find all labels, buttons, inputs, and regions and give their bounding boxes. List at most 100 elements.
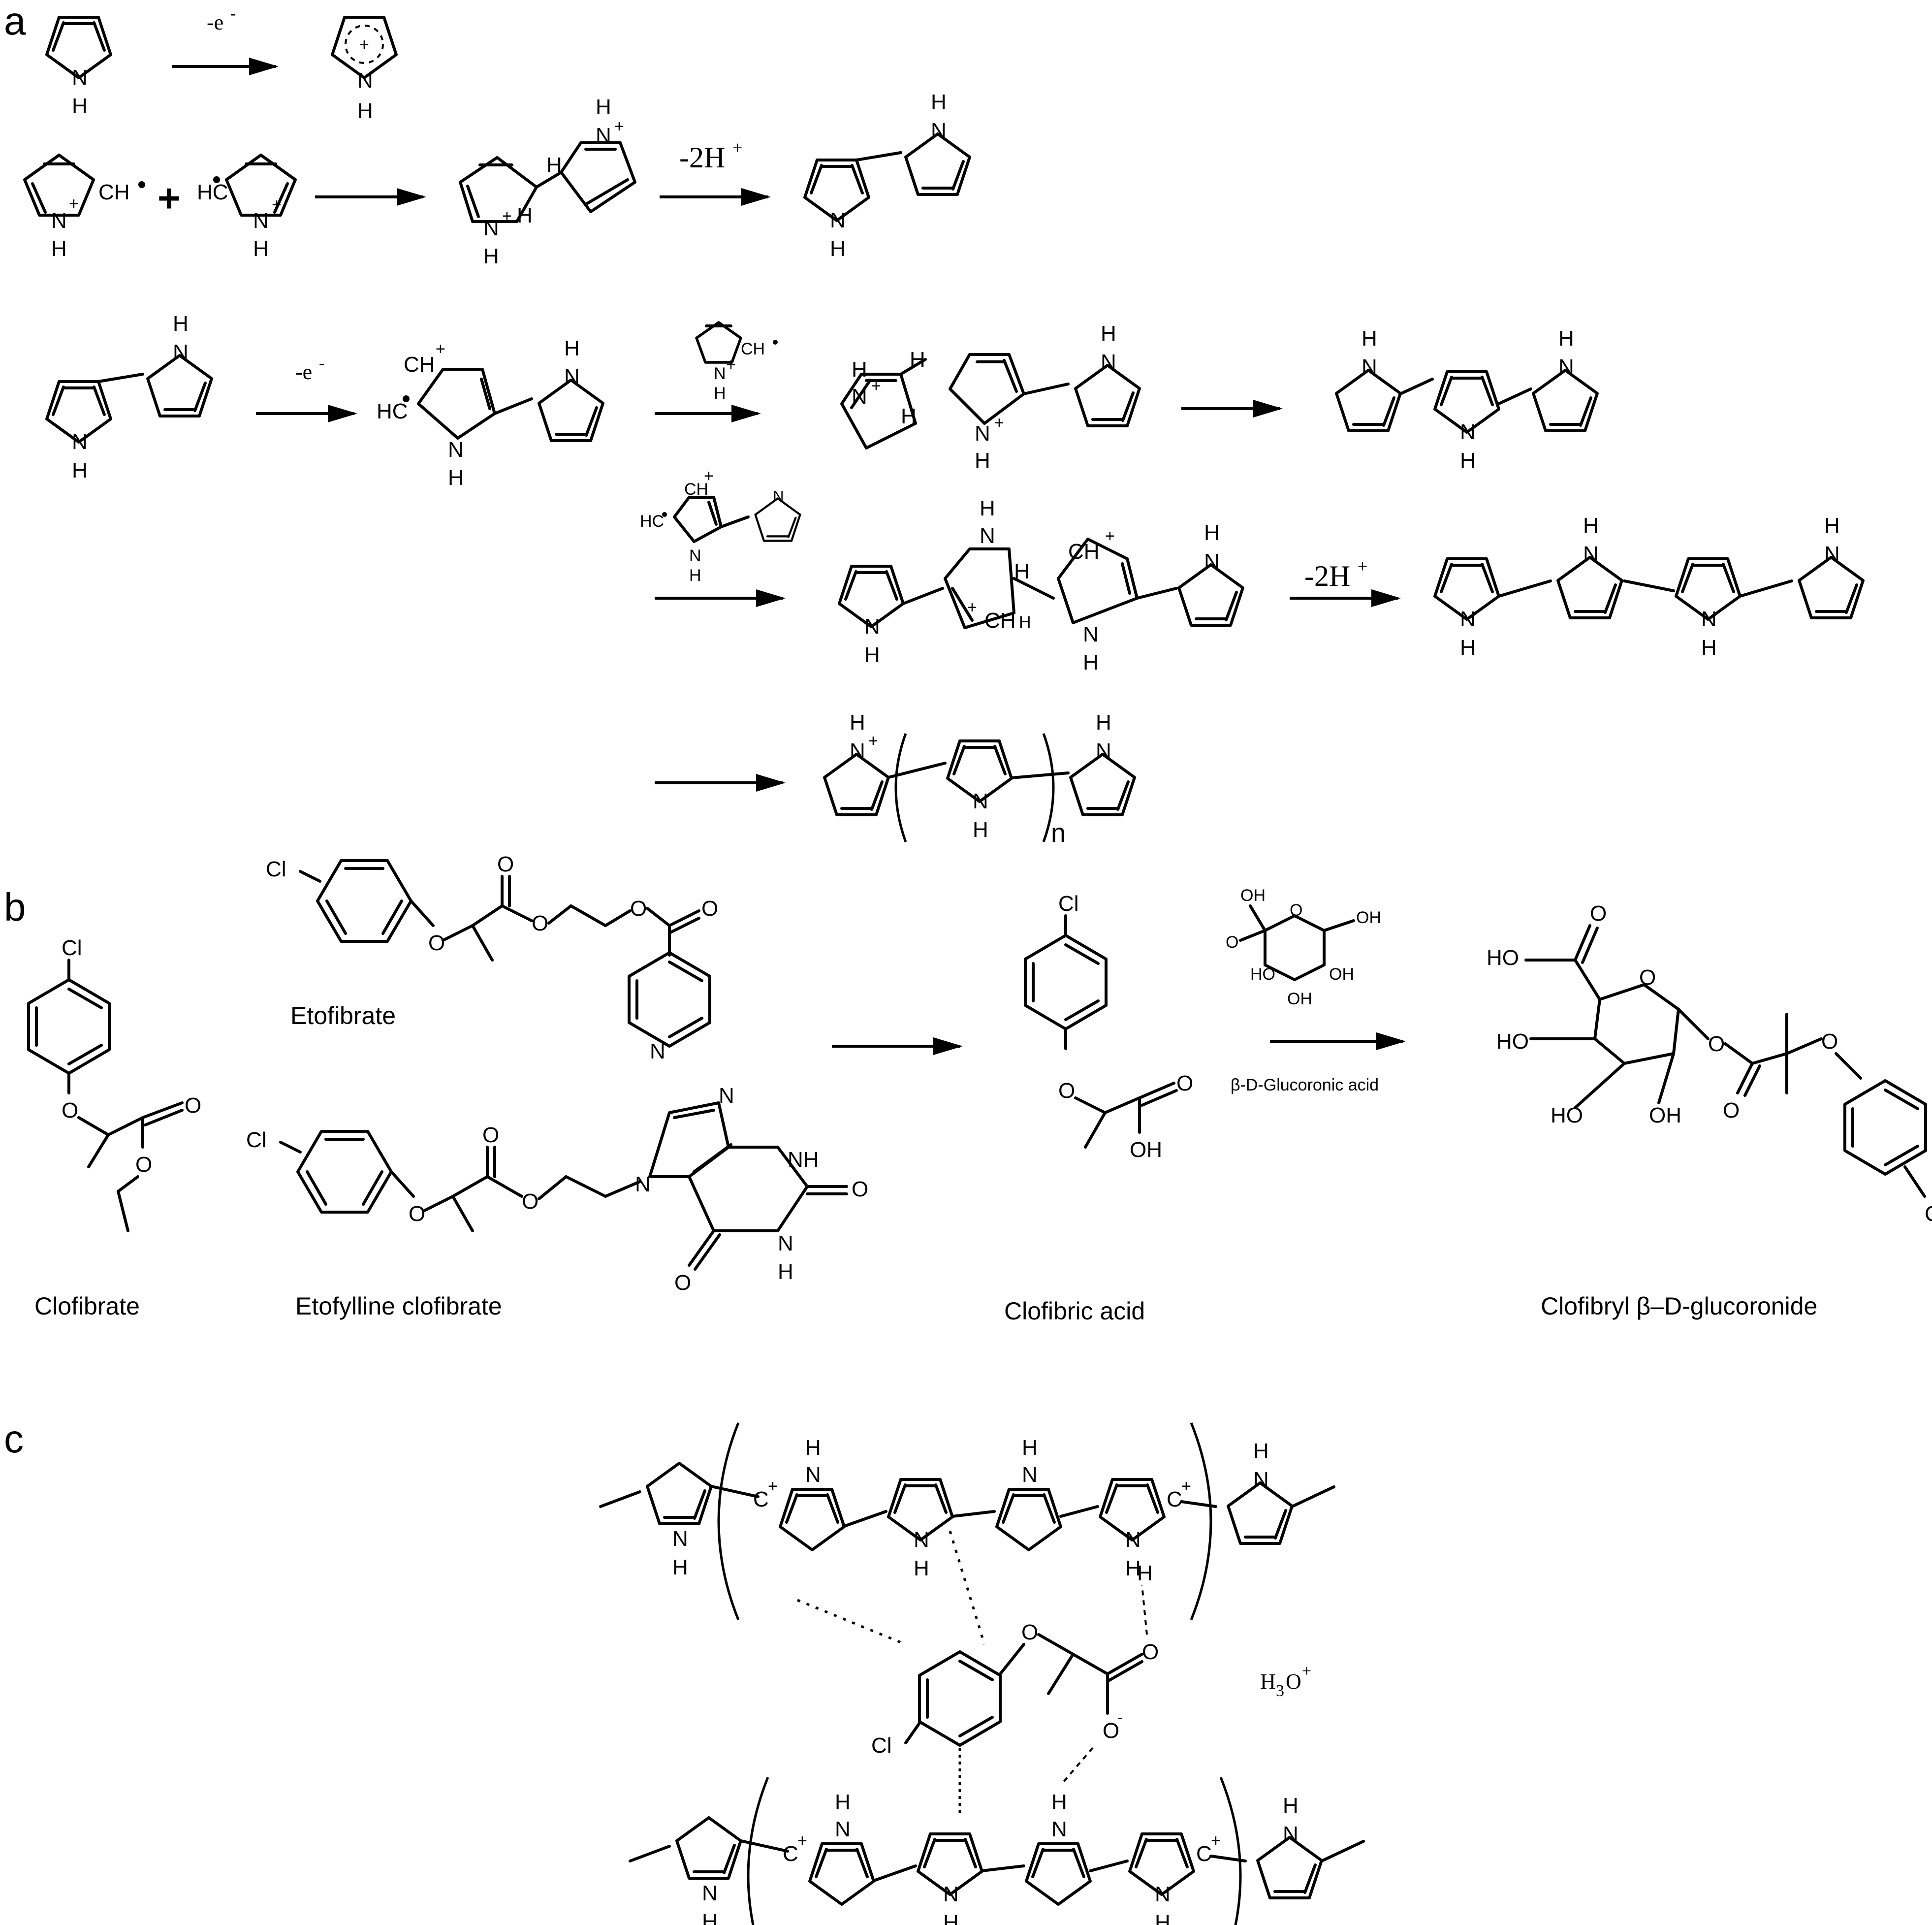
svg-text:O: O	[497, 852, 514, 876]
svg-text:H: H	[901, 404, 917, 428]
svg-text:N: N	[1155, 1882, 1171, 1906]
polymer-subscript: n	[1051, 818, 1066, 848]
svg-text:N: N	[864, 614, 880, 639]
svg-text:N: N	[1583, 542, 1599, 566]
svg-text:H: H	[72, 94, 88, 118]
svg-text:H: H	[975, 449, 990, 473]
hydronium-label: H	[1260, 1669, 1276, 1694]
svg-text:C: C	[753, 1487, 769, 1511]
svg-text:H: H	[1125, 1556, 1141, 1580]
reagent-radical-cation: N + H CH	[695, 321, 778, 403]
svg-text:N: N	[173, 340, 189, 364]
svg-text:Cl: Cl	[62, 936, 82, 960]
svg-text:N: N	[714, 364, 726, 383]
svg-text:O: O	[1821, 1029, 1838, 1054]
svg-text:H: H	[1583, 513, 1599, 538]
svg-text:N: N	[1283, 1822, 1299, 1846]
svg-text:C: C	[1196, 1842, 1212, 1866]
svg-text:N: N	[850, 739, 865, 763]
svg-text:N: N	[973, 789, 988, 813]
svg-text:+: +	[797, 1831, 807, 1850]
svg-text:O: O	[1176, 1071, 1193, 1095]
svg-text:H: H	[1155, 1911, 1171, 1925]
svg-text:N: N	[830, 208, 846, 232]
svg-text:H: H	[173, 312, 189, 336]
clofibryl-glucuronide-structure: HO O O HO HO OH O O O Cl	[1487, 901, 1932, 1226]
svg-text:H: H	[850, 710, 865, 735]
svg-text:+: +	[1181, 1477, 1191, 1496]
svg-text:N: N	[1096, 739, 1111, 763]
svg-text:O: O	[1723, 1098, 1740, 1123]
svg-text:H: H	[72, 458, 88, 482]
svg-text:N: N	[635, 1172, 651, 1196]
svg-text:H: H	[1460, 636, 1476, 660]
svg-text:H: H	[931, 90, 947, 114]
svg-text:NH: NH	[788, 1148, 819, 1172]
svg-text:N: N	[1022, 1463, 1038, 1487]
svg-text:H: H	[1362, 326, 1377, 351]
svg-text:+: +	[272, 195, 282, 214]
svg-text:O: O	[428, 931, 445, 955]
svg-text:H: H	[852, 357, 867, 382]
svg-text:CH: CH	[741, 340, 765, 358]
svg-text:N: N	[51, 209, 67, 233]
svg-text:O: O	[1286, 1669, 1301, 1694]
svg-text:N: N	[1362, 355, 1377, 379]
svg-text:+: +	[1358, 556, 1367, 576]
svg-text:H: H	[980, 496, 995, 520]
svg-text:N: N	[1204, 549, 1220, 574]
plus-sign: +	[158, 176, 181, 220]
svg-text:H: H	[1101, 321, 1116, 346]
dihydro-dimer-dication: N + H H H N + H	[459, 95, 636, 268]
svg-text:H: H	[596, 95, 611, 119]
svg-text:O: O	[532, 911, 548, 935]
svg-text:H: H	[448, 466, 464, 490]
svg-text:H: H	[910, 348, 925, 372]
svg-text:O: O	[1290, 901, 1302, 920]
quaterpyrrole: N H N H N H N H	[1435, 513, 1863, 660]
svg-text:H: H	[517, 203, 533, 227]
svg-text:HO: HO	[1487, 946, 1519, 970]
svg-text:O: O	[1142, 1640, 1159, 1664]
svg-text:3: 3	[1276, 1682, 1284, 1700]
polypyrrole-top-chain: N H C + N H N H N H N H C + N H	[599, 1422, 1335, 1620]
panel-label-b: b	[4, 885, 26, 929]
svg-text:+: +	[868, 732, 878, 750]
svg-text:O: O	[630, 897, 647, 921]
svg-text:N: N	[778, 1231, 793, 1255]
svg-text:O: O	[1058, 1079, 1075, 1103]
svg-text:H: H	[1083, 650, 1099, 674]
svg-text:N: N	[1125, 1528, 1141, 1552]
svg-text:CH: CH	[1068, 540, 1100, 564]
svg-text:H: H	[1701, 636, 1717, 660]
svg-text:H: H	[1460, 449, 1476, 473]
radical-cation-left: N + H CH	[23, 154, 145, 261]
svg-text:N: N	[835, 1817, 851, 1841]
svg-text:N: N	[914, 1528, 929, 1552]
svg-text:N: N	[1558, 355, 1574, 379]
svg-text:H: H	[778, 1260, 793, 1284]
svg-text:O: O	[1103, 1719, 1119, 1743]
svg-text:O: O	[1639, 965, 1656, 990]
svg-text:+: +	[732, 138, 742, 158]
svg-text:OH: OH	[1130, 1138, 1162, 1162]
svg-text:+: +	[359, 35, 369, 54]
svg-text:-: -	[230, 4, 236, 23]
bipyrrole-radical-cation: CH + HC N H N H	[377, 336, 603, 490]
svg-text:H: H	[1824, 513, 1840, 538]
svg-text:O: O	[409, 1202, 425, 1226]
svg-text:H: H	[357, 99, 373, 123]
svg-text:C: C	[783, 1842, 798, 1866]
svg-text:+: +	[967, 598, 977, 617]
svg-text:OH: OH	[1329, 965, 1354, 984]
polypyrrole-chain: N H + N H n N H	[824, 710, 1135, 848]
svg-text:N: N	[719, 1084, 734, 1108]
svg-text:HO: HO	[1250, 965, 1275, 984]
etofibrate-structure: Cl O O O O O N	[266, 852, 718, 1063]
svg-text:N: N	[72, 430, 88, 454]
svg-text:CH: CH	[98, 180, 130, 204]
svg-text:N: N	[357, 68, 373, 93]
svg-text:-: -	[1117, 1708, 1123, 1727]
svg-text:O: O	[1590, 901, 1607, 926]
